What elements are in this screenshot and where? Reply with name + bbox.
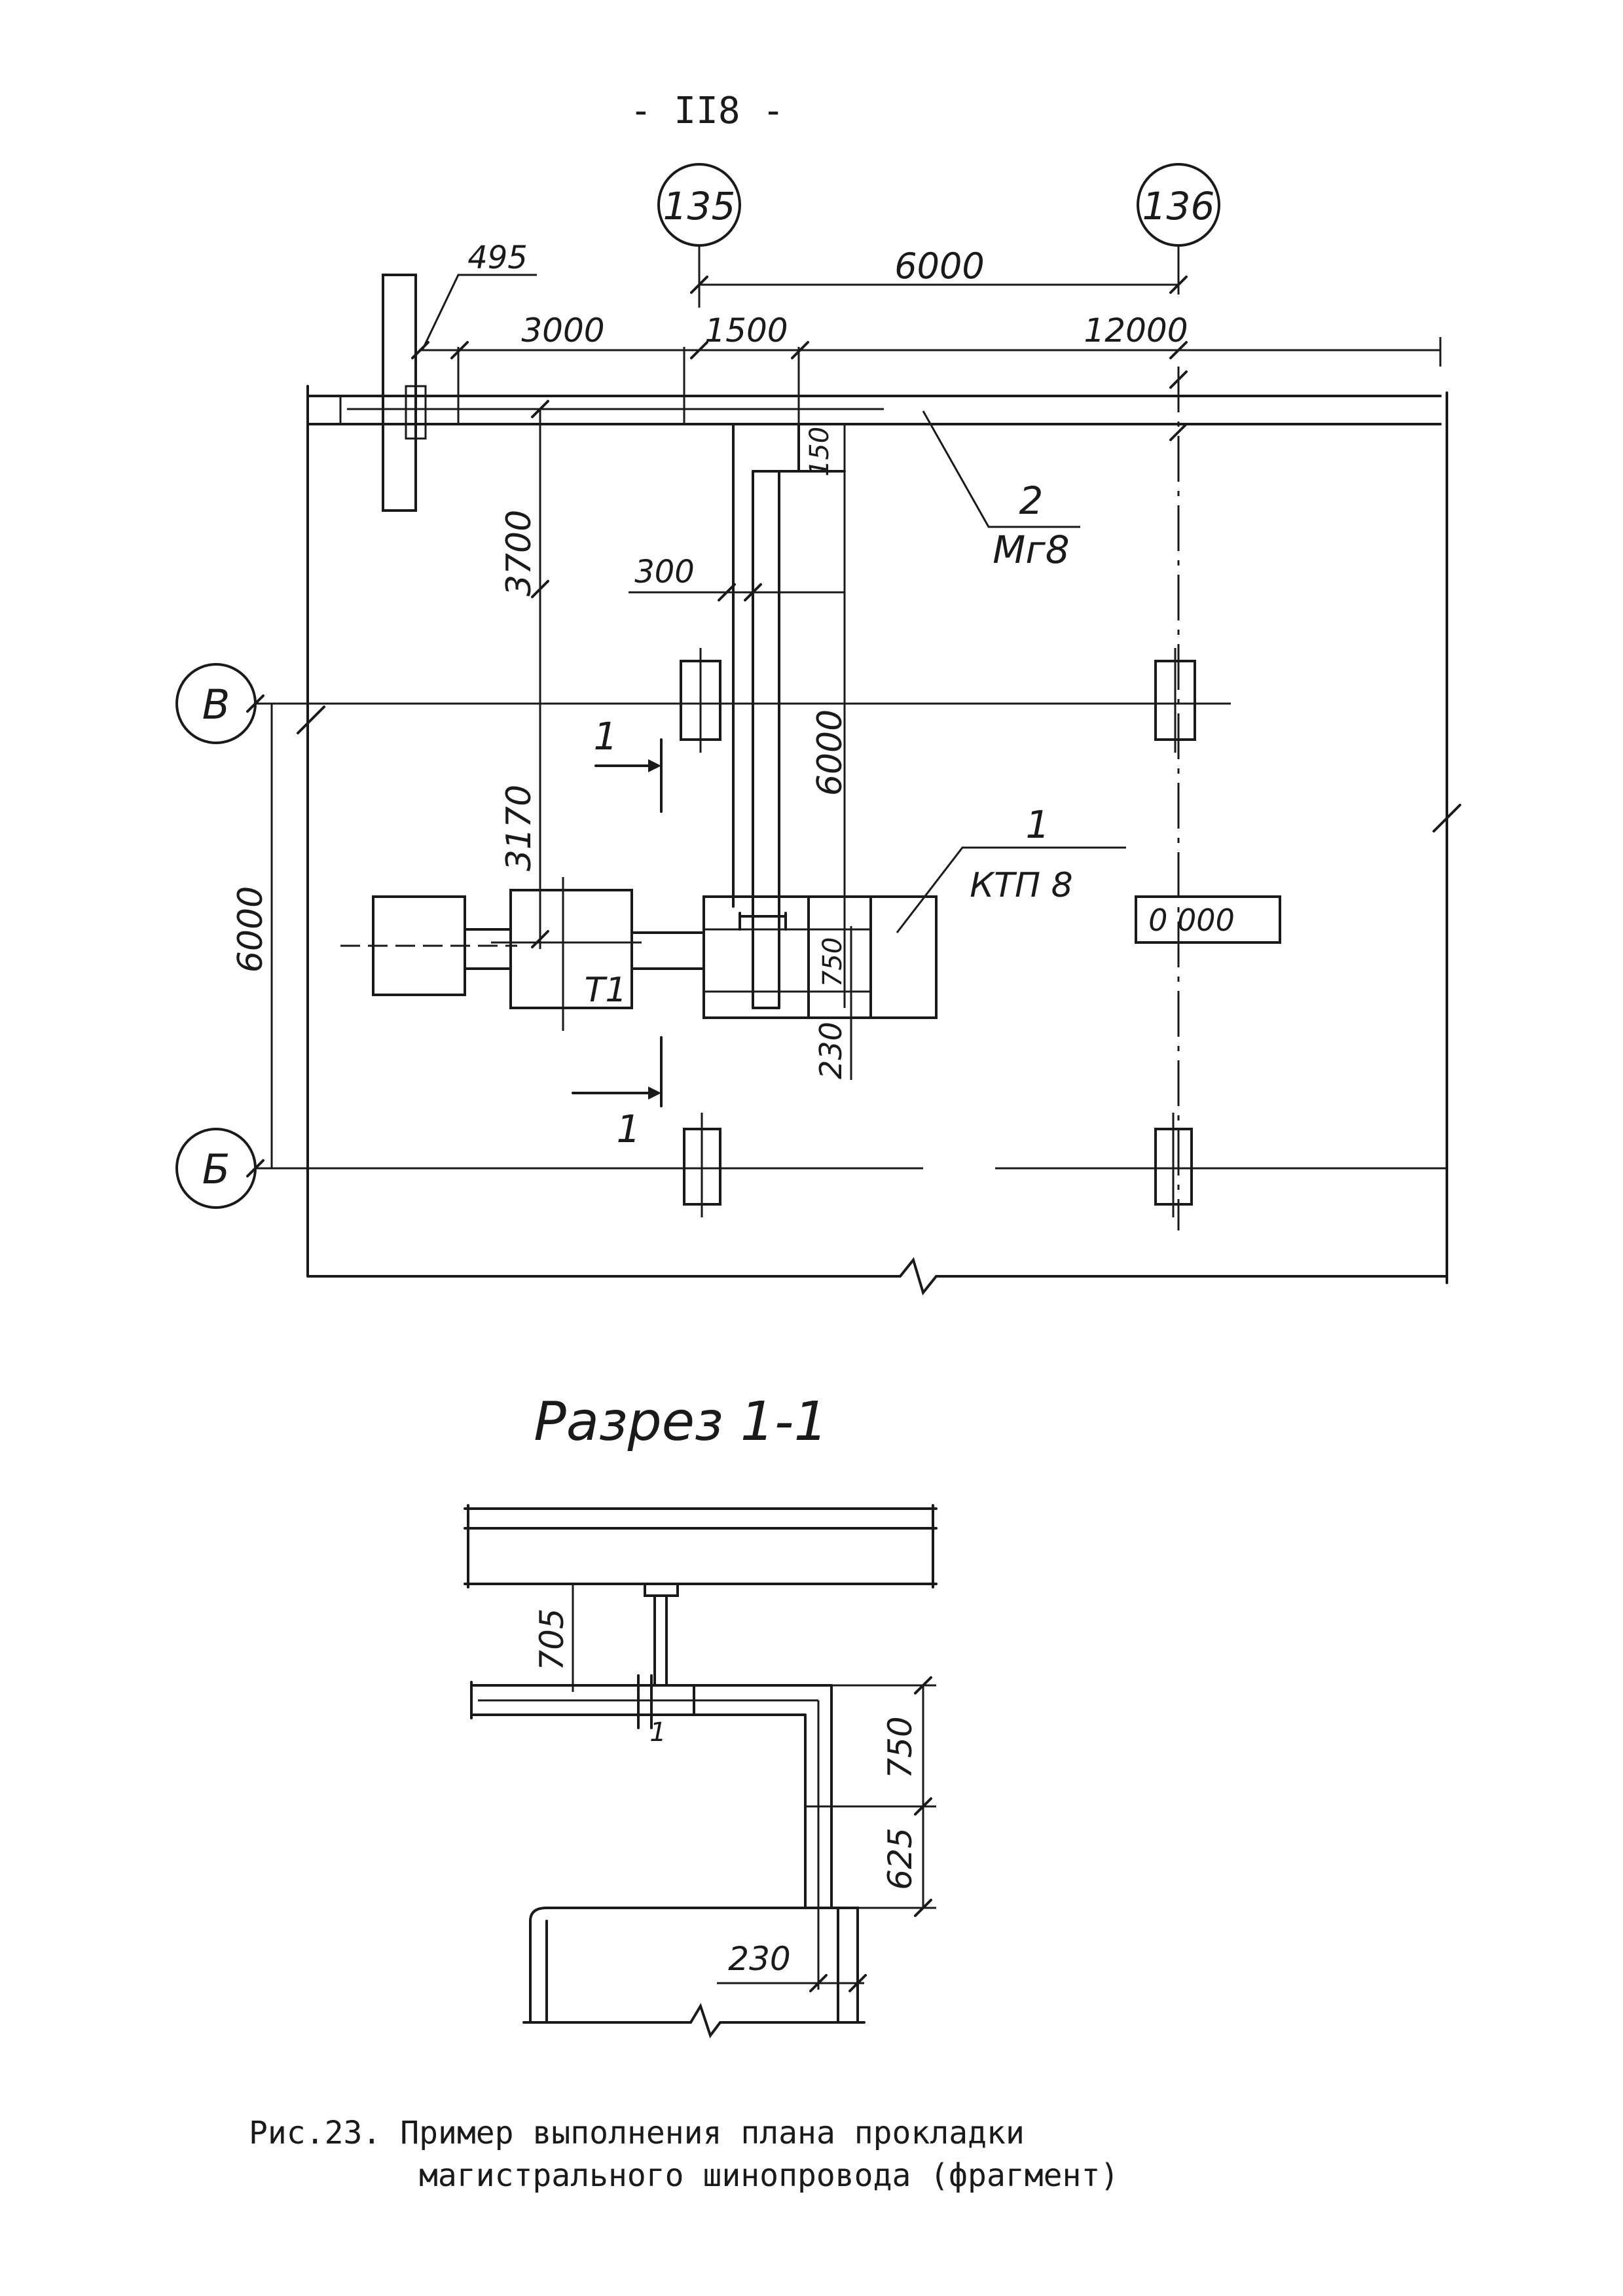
svg-text:625: 625 [881, 1827, 919, 1890]
axis-bubble-row-b: В [175, 663, 257, 744]
level-mark-box [1135, 895, 1281, 944]
svg-text:3700: 3700 [500, 510, 539, 596]
svg-text:В: В [202, 681, 230, 728]
svg-text:3000: 3000 [521, 312, 604, 350]
section-mark-top: 1 [594, 714, 618, 759]
busway-code: Мг8 [993, 528, 1069, 572]
svg-text:Б: Б [202, 1145, 230, 1193]
caption-line-2: магистрального шинопровода (фрагмент) [419, 2157, 1119, 2194]
svg-text:6000: 6000 [894, 245, 984, 287]
svg-text:300: 300 [634, 554, 695, 590]
level-mark: 0 000 [1148, 903, 1235, 938]
svg-text:150: 150 [805, 427, 835, 476]
svg-text:12000: 12000 [1084, 312, 1188, 350]
svg-text:495: 495 [467, 240, 528, 276]
ktp-code: КТП 8 [970, 866, 1072, 905]
svg-text:750: 750 [881, 1716, 919, 1778]
section-mark-bottom: 1 [617, 1107, 641, 1151]
floor-plan: 135 136 В Б 6000 3000 1500 12000 [175, 163, 1461, 1296]
svg-text:230: 230 [728, 1940, 790, 1978]
svg-text:1500: 1500 [704, 312, 788, 350]
svg-text:6000: 6000 [811, 709, 850, 796]
section-title: Разрез 1-1 [534, 1391, 828, 1453]
axis-bubble-135: 135 [657, 163, 741, 308]
section-detail-mark: 1 [649, 1717, 666, 1748]
svg-text:705: 705 [533, 1608, 571, 1670]
transformer-label: Т1 [585, 971, 627, 1010]
svg-text:135: 135 [663, 184, 736, 228]
section-1-1: Разрез 1-1 705 1 750 625 [464, 1391, 938, 2039]
ktp-number: 1 [1026, 802, 1050, 847]
svg-text:3170: 3170 [500, 785, 539, 871]
svg-text:750: 750 [818, 937, 848, 987]
caption-line-1: Рис.23. Пример выполнения плана прокладк… [249, 2115, 1025, 2151]
ktp-block [702, 895, 938, 1019]
svg-text:136: 136 [1142, 184, 1215, 228]
svg-text:230: 230 [813, 1022, 848, 1079]
transformer-t1 [509, 889, 633, 1009]
axis-bubble-136: 136 [1137, 163, 1220, 295]
svg-text:6000: 6000 [231, 886, 270, 973]
axis-bubble-row-6: Б [175, 1128, 257, 1209]
page-number: - II8 - [630, 90, 784, 132]
busway-number: 2 [1019, 478, 1044, 523]
